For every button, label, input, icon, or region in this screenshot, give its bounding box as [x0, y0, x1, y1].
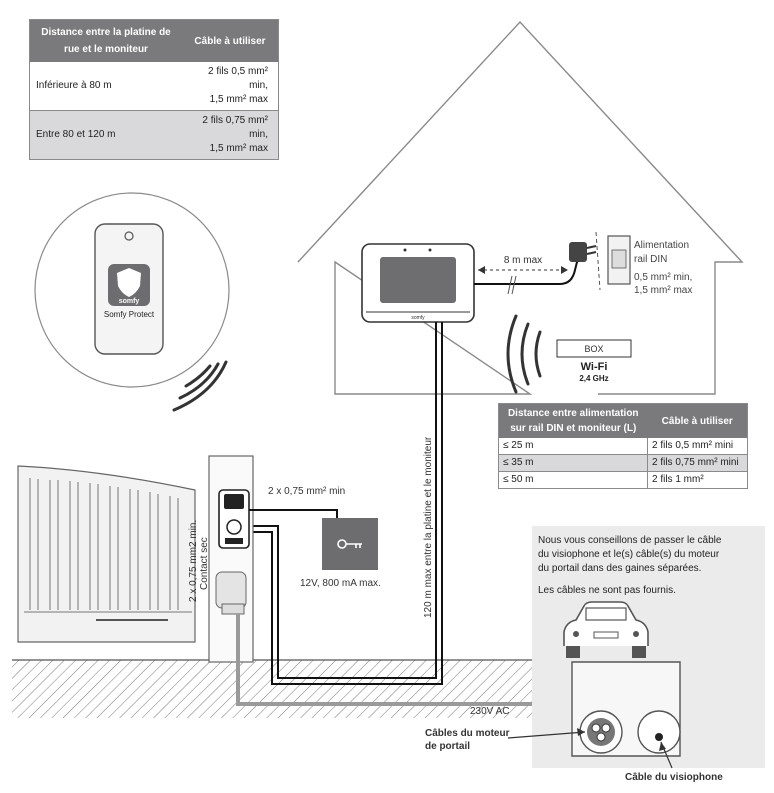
plug-adapter-icon: [569, 242, 587, 262]
table-row: Entre 80 et 120 m 2 fils 0,75 mm² min, 1…: [29, 110, 279, 160]
monitor-screen: [380, 257, 456, 303]
advice-line-2: du visiophone et le(s) câble(s) du moteu…: [538, 549, 720, 560]
cable-break-mark-2: [511, 275, 517, 295]
gate-icon: [17, 465, 196, 643]
somfy-protect-circle: [34, 192, 230, 388]
motor-cables-label-2: de portail: [425, 741, 470, 752]
power-supply-spec-1: 0,5 mm² min,: [634, 272, 692, 283]
table-header-distance: Distance entre la platine de rue et le m…: [29, 19, 182, 62]
box-label: BOX: [584, 344, 603, 354]
lock-power-label: 12V, 800 mA max.: [300, 578, 381, 589]
table-row: Inférieure à 80 m 2 fils 0,5 mm² min, 1,…: [29, 62, 279, 111]
table-cell-cable: 2 fils 0,75 mm² min, 1,5 mm² max: [182, 110, 279, 160]
house-outline: [297, 20, 744, 395]
table-cell-cable: 2 fils 0,75 mm² mini: [647, 454, 748, 472]
sensor-dot: [428, 248, 432, 252]
ac-label: 230V AC: [470, 706, 509, 717]
contact-spec-label: 2 x 0,75 mm2 min.: [188, 520, 199, 602]
table-cell-distance: ≤ 25 m: [498, 438, 648, 455]
din-wall-line: [595, 231, 601, 291]
ac-cable: [236, 614, 548, 706]
phone-hole-icon: [124, 231, 134, 241]
table-cell-distance: Entre 80 et 120 m: [29, 110, 182, 160]
table-header-row: Distance entre alimentation sur rail DIN…: [498, 403, 748, 438]
key-shaft: [346, 543, 362, 548]
wire-dot: [591, 723, 601, 733]
table-row: ≤ 35 m 2 fils 0,75 mm² mini: [498, 454, 748, 472]
car-icon: [563, 601, 649, 658]
table-row: ≤ 25 m 2 fils 0,5 mm² mini: [498, 438, 748, 455]
motor-cables-label-1: Câbles du moteur: [425, 728, 510, 739]
gate-motor-icon: [215, 571, 247, 609]
vertical-distance-label: 120 m max entre la platine et le moniteu…: [423, 436, 434, 618]
intercom-conduit-icon: [637, 710, 681, 754]
table-header-distance: Distance entre alimentation sur rail DIN…: [498, 403, 648, 438]
table-cell-cable: 2 fils 1 mm²: [647, 471, 748, 489]
monitor-logo: somfy: [411, 315, 425, 321]
motor-base: [221, 603, 245, 615]
wire-dot-2: [601, 723, 611, 733]
cable-spec-line: 2 fils 0,75 mm² min,: [202, 115, 268, 140]
callout-line-motor: [507, 731, 586, 739]
advice-line-4: Les câbles ne sont pas fournis.: [538, 585, 676, 596]
power-monitor-cable-table: Distance entre alimentation sur rail DIN…: [498, 403, 748, 489]
box-router-icon: [556, 339, 632, 358]
lock-cable-label: 2 x 0,75 mm² min: [268, 486, 345, 497]
shield-icon: [117, 268, 141, 297]
door-station-button-icon: [226, 519, 242, 535]
table-cell-distance: ≤ 35 m: [498, 454, 648, 472]
wifi-signal-icon: [506, 314, 542, 394]
intercom-cable: [249, 322, 437, 679]
door-station-camera: [224, 494, 244, 509]
table-header-cable: Câble à utiliser: [647, 403, 748, 438]
intercom-cable-2: [249, 322, 443, 685]
cable-spec-line: 2 fils 0,5 mm² min,: [207, 66, 268, 91]
intercom-cable-label: Câble du visiophone: [625, 772, 723, 783]
signal-icon: [172, 360, 228, 412]
cable-spec-line: 1,5 mm² max: [209, 94, 268, 105]
callout-arrow-motor-icon: [577, 728, 585, 736]
table-row: ≤ 50 m 2 fils 1 mm²: [498, 471, 748, 489]
plug-pin: [586, 245, 597, 249]
contact-sec-label: Contact sec: [199, 537, 210, 590]
wifi-band-label: 2,4 GHz: [579, 374, 608, 383]
cable-spec-line: 1,5 mm² max: [209, 143, 268, 154]
advice-line-1: Nous vous conseillons de passer le câble: [538, 535, 722, 546]
arrow-left-icon: [478, 266, 485, 274]
somfy-logo: somfy: [119, 298, 140, 305]
plug-pin-2: [586, 251, 597, 255]
wifi-label: Wi-Fi: [581, 361, 608, 373]
power-cable: [474, 257, 579, 285]
table-header-cable: Câble à utiliser: [182, 19, 279, 62]
table-cell-cable: 2 fils 0,5 mm² min, 1,5 mm² max: [182, 62, 279, 111]
gate-pillar: [208, 455, 254, 663]
door-station-speaker: [225, 538, 243, 544]
table-cell-cable: 2 fils 0,5 mm² mini: [647, 438, 748, 455]
street-monitor-cable-table: Distance entre la platine de rue et le m…: [29, 19, 279, 160]
wire-dot-3: [596, 732, 606, 742]
distance-max-label: 8 m max: [504, 255, 542, 266]
somfy-protect-label: Somfy Protect: [104, 310, 155, 319]
callout-arrow-intercom-icon: [659, 742, 666, 751]
arrow-right-icon: [561, 266, 568, 274]
advice-line-3: du portail dans des gaines séparées.: [538, 563, 701, 574]
table-cell-distance: ≤ 50 m: [498, 471, 648, 489]
power-supply-label-1: Alimentation: [634, 240, 689, 251]
power-supply-label-2: rail DIN: [634, 254, 667, 265]
cable-break-mark: [507, 275, 513, 295]
table-cell-distance: Inférieure à 80 m: [29, 62, 182, 111]
din-module-face: [611, 249, 627, 269]
table-header-row: Distance entre la platine de rue et le m…: [29, 19, 279, 62]
power-supply-spec-2: 1,5 mm² max: [634, 285, 692, 296]
camera-dot: [403, 248, 407, 252]
